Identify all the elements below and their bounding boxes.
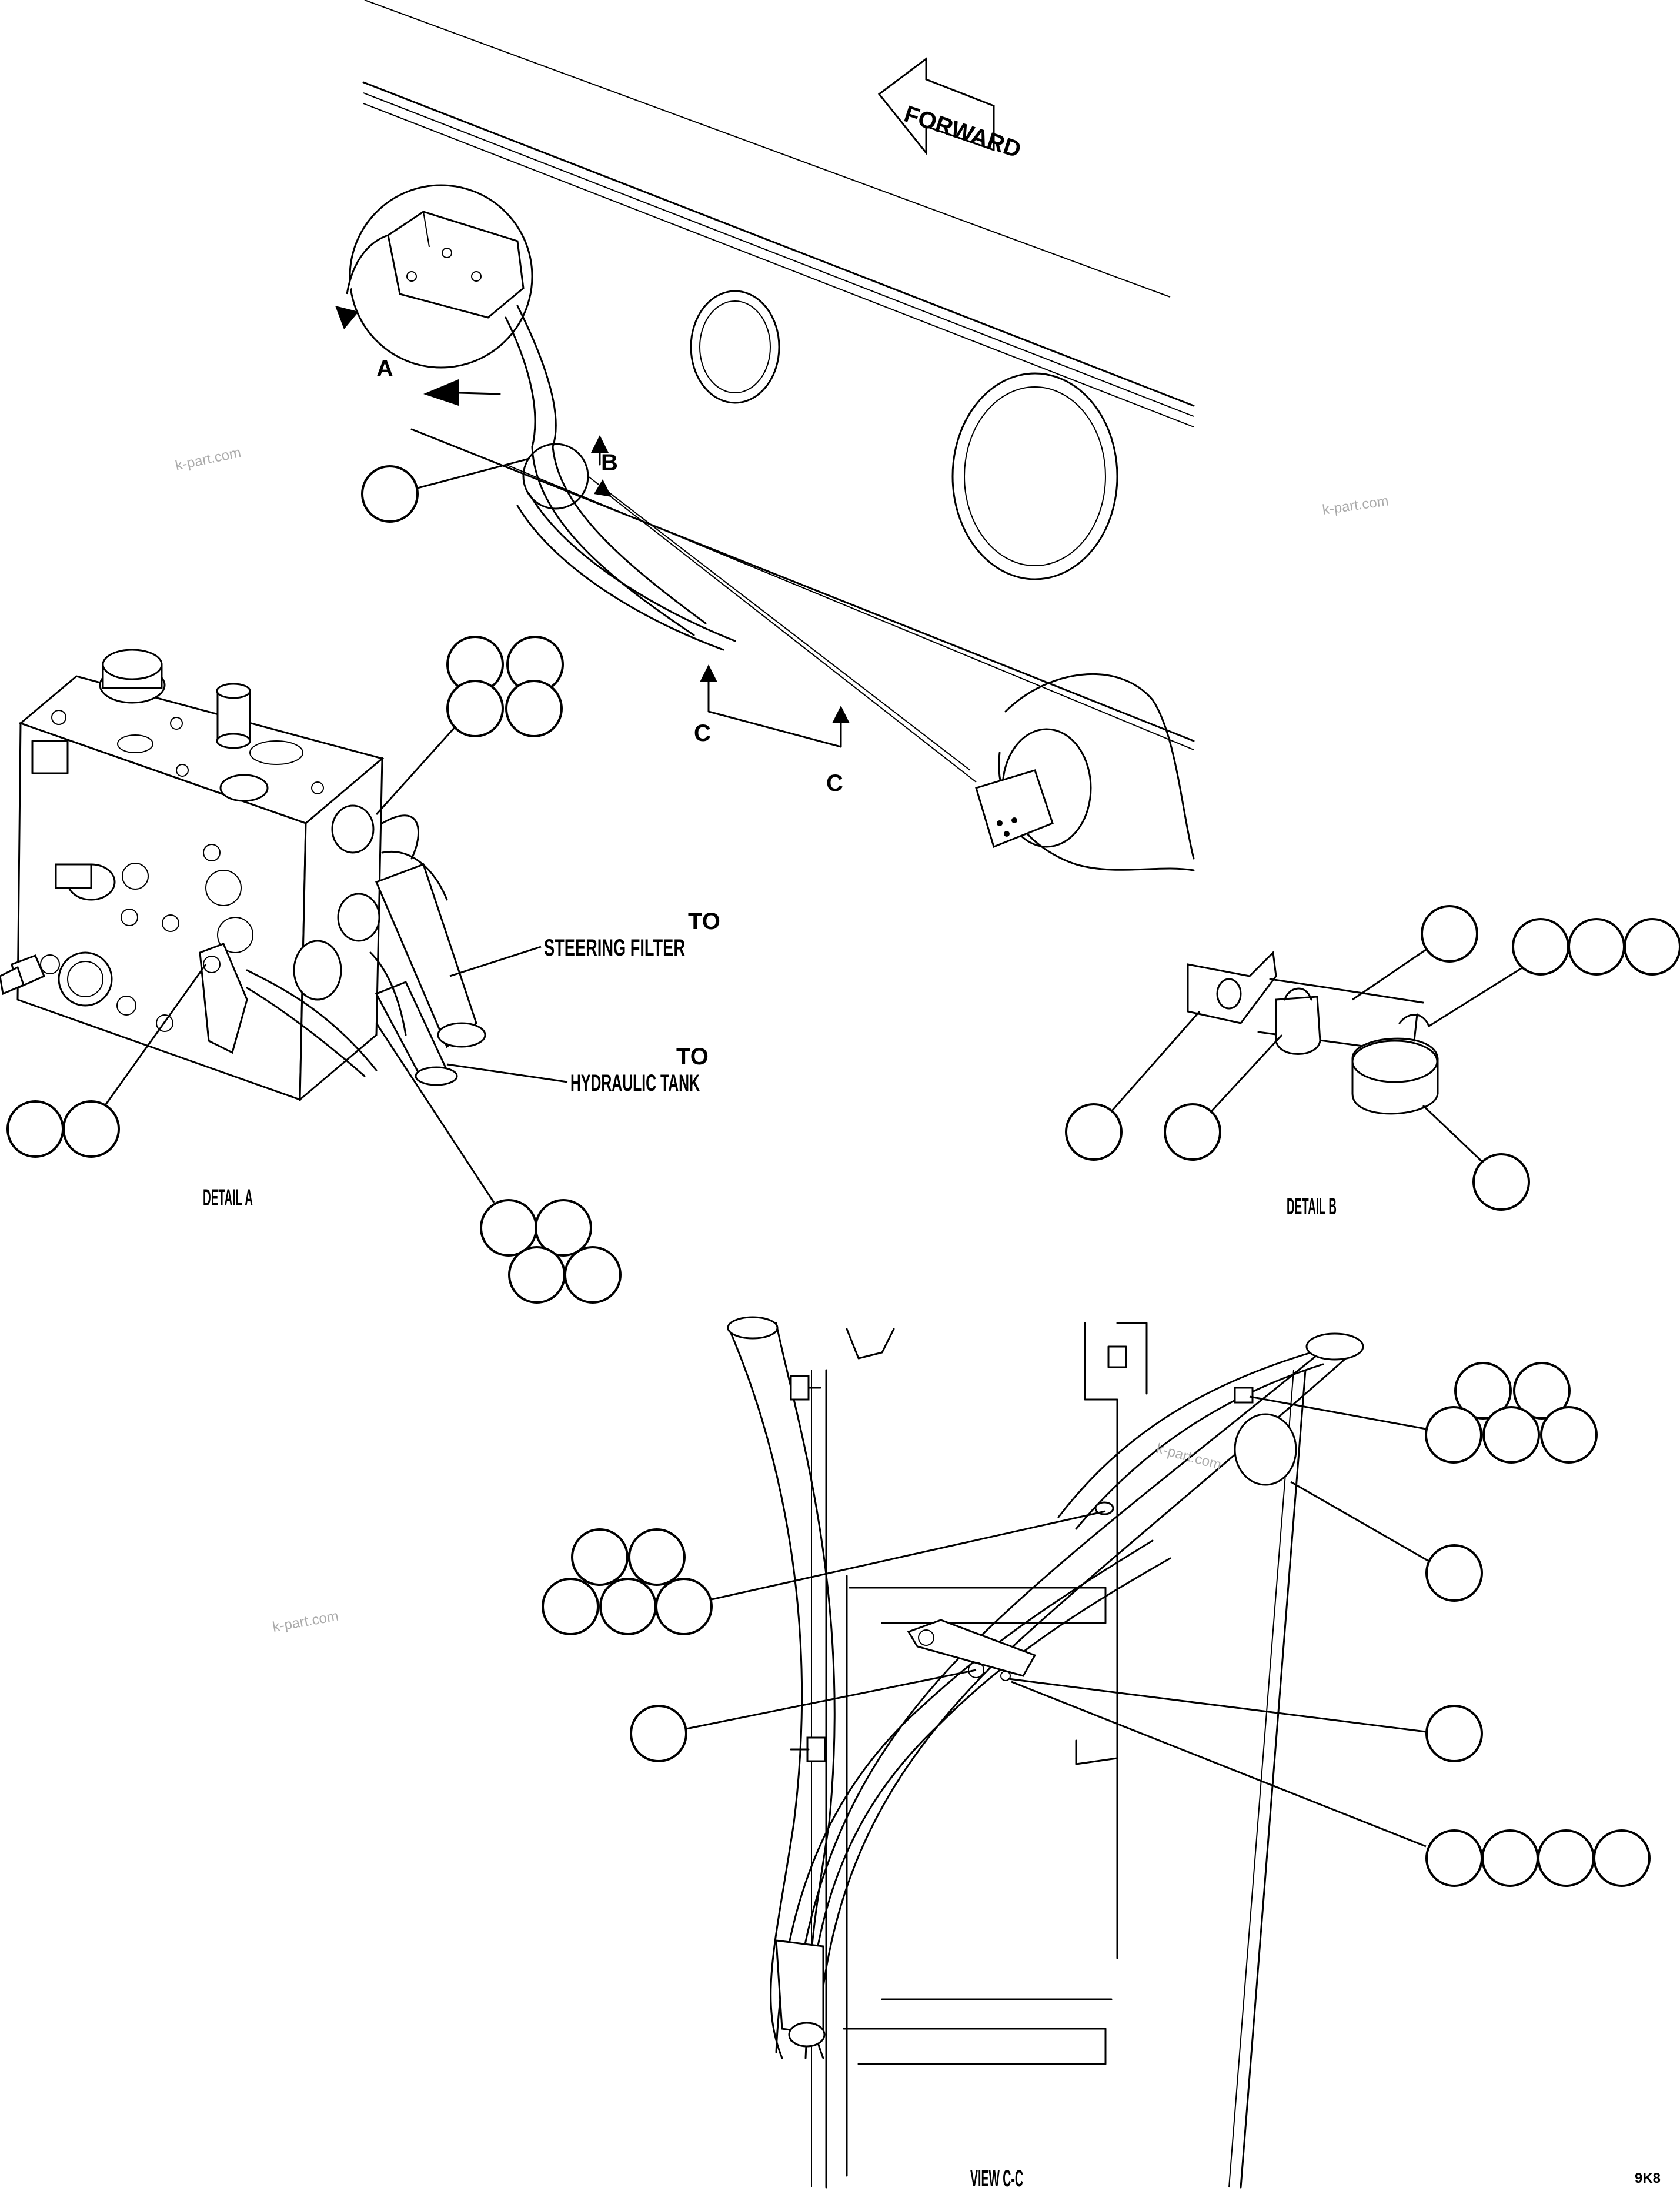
item-balloon bbox=[1421, 905, 1478, 963]
item-balloon bbox=[599, 1578, 657, 1635]
detail-a-callout-circle bbox=[349, 184, 533, 369]
ref-a-label: A bbox=[376, 356, 393, 382]
item-balloon bbox=[1454, 1362, 1512, 1420]
item-balloon bbox=[1537, 1829, 1595, 1887]
item-balloon bbox=[1482, 1406, 1540, 1464]
detail-a-valve-block: TO STEERING FILTER TO HYDRAULIC TANK DET… bbox=[0, 636, 720, 1304]
ref-c-label-2: C bbox=[826, 770, 843, 796]
detail-a-label: DETAIL A bbox=[203, 1185, 253, 1211]
item-balloon bbox=[505, 680, 563, 737]
item-balloon bbox=[655, 1578, 713, 1635]
forward-arrow-icon bbox=[877, 57, 995, 156]
hydraulic-tank-label: HYDRAULIC TANK bbox=[570, 1070, 700, 1096]
item-balloon bbox=[446, 680, 504, 737]
item-balloon bbox=[571, 1528, 629, 1586]
section-arrow-icon bbox=[700, 664, 717, 682]
item-balloon bbox=[1425, 1406, 1482, 1464]
ref-b-label: B bbox=[601, 450, 618, 476]
item-balloon bbox=[1624, 918, 1680, 976]
figure-code: 9K8 bbox=[1635, 2170, 1661, 2186]
item-balloon bbox=[361, 465, 419, 523]
item-balloon bbox=[1425, 1544, 1483, 1602]
rotation-arrow-icon bbox=[335, 306, 359, 329]
item-balloon bbox=[630, 1705, 687, 1762]
watermark: k-part.com bbox=[174, 445, 242, 474]
item-balloon bbox=[1513, 1362, 1571, 1420]
watermark: k-part.com bbox=[271, 1608, 339, 1635]
item-balloon bbox=[1425, 1829, 1483, 1887]
item-balloon bbox=[6, 1100, 64, 1158]
item-balloon bbox=[542, 1578, 599, 1635]
ref-c-label-1: C bbox=[694, 720, 711, 746]
watermark: k-part.com bbox=[1321, 493, 1390, 518]
view-cc-section: VIEW C-C 9K8 bbox=[542, 1316, 1661, 2191]
item-balloon bbox=[1540, 1406, 1598, 1464]
detail-b-label: DETAIL B bbox=[1287, 1194, 1337, 1220]
steering-filter-label: STEERING FILTER bbox=[544, 935, 685, 961]
item-balloon bbox=[1568, 918, 1625, 976]
view-cc-label: VIEW C-C bbox=[970, 2166, 1023, 2191]
item-balloon bbox=[62, 1100, 120, 1158]
item-balloon bbox=[480, 1199, 537, 1257]
item-balloon bbox=[564, 1246, 622, 1304]
item-balloon bbox=[1065, 1103, 1123, 1161]
section-arrow-icon bbox=[832, 706, 850, 723]
item-balloon bbox=[535, 1199, 592, 1257]
watermark: k-part.com bbox=[1154, 1441, 1223, 1473]
item-balloon bbox=[1164, 1103, 1221, 1161]
item-balloon bbox=[1425, 1705, 1483, 1762]
item-balloon bbox=[628, 1528, 686, 1586]
item-balloon bbox=[1593, 1829, 1651, 1887]
item-balloon bbox=[508, 1246, 566, 1304]
to-label-1: TO bbox=[688, 909, 720, 934]
item-balloon bbox=[1481, 1829, 1539, 1887]
detail-b-clamp: DETAIL B bbox=[1065, 905, 1680, 1220]
to-label-2: TO bbox=[676, 1044, 709, 1070]
main-frame-view: FORWARD A B C C bbox=[335, 0, 1195, 871]
detail-b-callout-circle bbox=[522, 443, 589, 510]
item-balloon bbox=[1472, 1153, 1530, 1211]
item-balloon bbox=[1512, 918, 1569, 976]
